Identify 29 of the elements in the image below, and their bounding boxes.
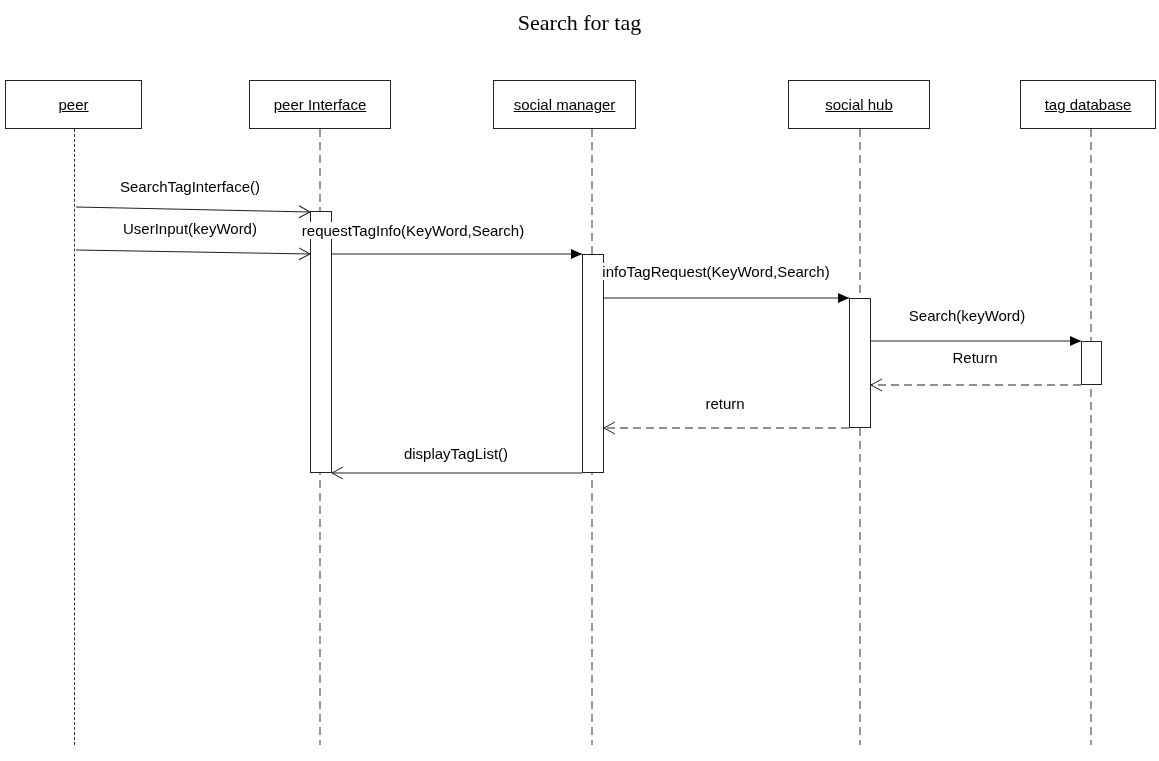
edge-label: Search(keyWord)	[907, 307, 1027, 324]
lifeline-header	[249, 80, 391, 129]
message-arrow	[603, 293, 850, 303]
edge-label: infoTagRequest(KeyWord,Search)	[601, 263, 831, 280]
object-name: social manager	[513, 96, 616, 113]
message-arrow	[603, 421, 850, 435]
message-arrow	[75, 205, 311, 219]
activation-bar	[1081, 341, 1102, 385]
edge-label: UserInput(keyWord)	[122, 220, 258, 237]
lifeline-header	[1020, 80, 1156, 129]
message-arrow	[870, 378, 1082, 392]
message-arrow	[75, 247, 311, 261]
lifeline-header	[5, 80, 142, 129]
edge-label: requestTagInfo(KeyWord,Search)	[300, 222, 526, 239]
object-name: tag database	[1044, 96, 1132, 113]
object-name: peer Interface	[273, 96, 367, 113]
message-arrow	[870, 336, 1082, 346]
diagram-title: Search for tag	[516, 10, 643, 36]
activation-bar	[582, 254, 604, 473]
message-arrow	[331, 466, 583, 480]
lifeline-header	[493, 80, 636, 129]
edge-label: SearchTagInterface()	[118, 178, 262, 195]
lifeline	[74, 129, 76, 745]
edge-label: displayTagList()	[402, 445, 510, 462]
message-arrow	[331, 249, 583, 259]
lifeline-header	[788, 80, 930, 129]
object-name: peer	[58, 96, 89, 113]
activation-bar	[849, 298, 871, 428]
object-name: social hub	[825, 96, 893, 113]
